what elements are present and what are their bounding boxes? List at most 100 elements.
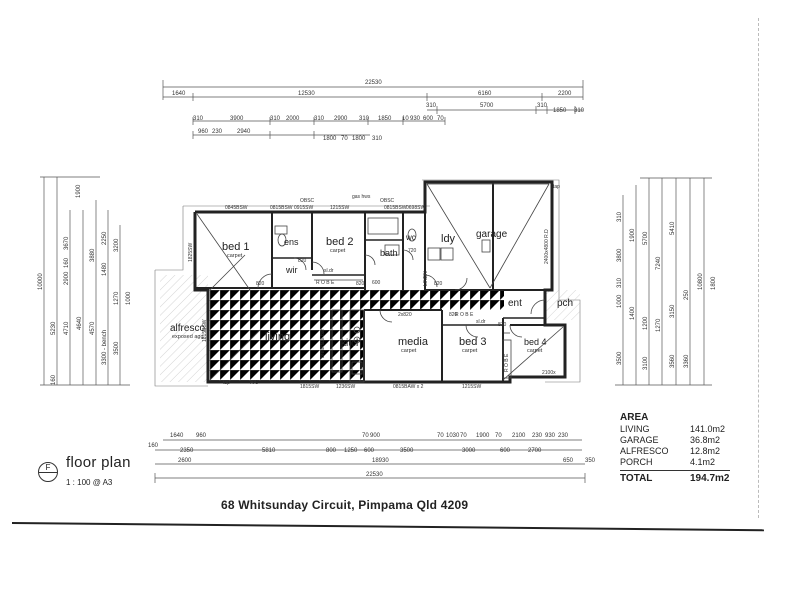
- dim-top-overall: 22530: [365, 80, 382, 86]
- dim-bot-r3-3: 350: [585, 458, 596, 464]
- property-address: 68 Whitsunday Circuit, Pimpama Qld 4209: [221, 498, 469, 512]
- right-dimensions: 310 3800 1900 5700 7240 5410 10800 310 1…: [615, 177, 717, 386]
- dim-right-12: 1270: [656, 318, 662, 332]
- dim-top-r3-10: 600: [423, 116, 434, 122]
- dim-bot-r1-4: 70: [437, 433, 444, 439]
- dim-right-17: 3560: [670, 354, 676, 368]
- dim-left-1: 1900: [76, 184, 82, 198]
- room-labels: bed 1 carpet ens wir bed 2 carpet bath w…: [170, 229, 573, 354]
- area-row-label: PORCH: [620, 457, 653, 467]
- dim-bot-r1-11: 930: [545, 433, 556, 439]
- living-tiled-floor: [208, 290, 364, 382]
- dim-left-17: 160: [51, 374, 57, 385]
- room-ldy-label: ldy: [441, 233, 456, 245]
- dim-right-2: 1900: [630, 228, 636, 242]
- dim-top-r4-3: 1800: [323, 136, 337, 142]
- dim-bot-r1-9: 2100: [512, 433, 526, 439]
- dim-right-10: 3100: [643, 356, 649, 370]
- drawing-scale: 1 : 100 @ A3: [66, 478, 113, 487]
- annot-door-820d: 820: [449, 312, 458, 318]
- dim-bot-r2-4: 1250: [344, 448, 358, 454]
- ceiling-diagonals: [196, 183, 564, 381]
- dim-bot-r1-3: 900: [370, 433, 381, 439]
- dim-bot-r1-6: 70: [460, 433, 467, 439]
- dim-left-13: 2250: [102, 231, 108, 245]
- annot-window-1: 0845BSW: [225, 205, 248, 211]
- dim-bot-r3-1: 18930: [372, 458, 389, 464]
- area-total-value: 194.7m2: [690, 473, 730, 484]
- annot-tap-1: tap: [223, 380, 230, 386]
- room-living-label: living: [265, 331, 290, 343]
- dim-bot-r1-7: 1900: [476, 433, 490, 439]
- annot-robe-2: R O B E: [455, 312, 474, 318]
- dim-bot-r1-8: 70: [495, 433, 502, 439]
- annot-sldr-1: sl.dr: [324, 268, 334, 274]
- area-row: GARAGE 36.8m2: [620, 435, 730, 446]
- dim-bot-r2-1: 2350: [180, 448, 194, 454]
- annot-window-3: 0915SW: [294, 205, 313, 211]
- room-ens-label: ens: [284, 237, 299, 247]
- dim-left-9: 4640: [77, 316, 83, 330]
- annot-obsc-2: OBSC: [380, 198, 395, 204]
- page-margin-line: [758, 18, 759, 518]
- dim-bot-r2-3: 800: [326, 448, 337, 454]
- dim-top-r2-3: 1850: [553, 108, 567, 114]
- kitchen-fixtures: [274, 217, 512, 383]
- dim-bot-r2-6: 3500: [400, 448, 414, 454]
- dim-left-16: 1000: [126, 291, 132, 305]
- annot-ac: A/C: [250, 380, 259, 386]
- annot-sldr-2: sl.dr: [476, 319, 486, 325]
- area-total-row: TOTAL 194.7m2: [620, 470, 730, 484]
- drawing-title: floor plan: [66, 454, 131, 471]
- room-ent-label: ent: [508, 298, 522, 309]
- annot-window-7: 1825SW: [188, 243, 194, 262]
- dim-top-r1-0: 1640: [172, 91, 186, 97]
- dim-bot-r1-2: 70: [362, 433, 369, 439]
- dim-top-r1-2: 6160: [478, 91, 492, 97]
- area-row-value: 141.0m2: [690, 424, 726, 434]
- dim-top-r2-0: 310: [426, 103, 437, 109]
- dim-right-9: 1400: [630, 306, 636, 320]
- dim-top-r3-7: 1850: [378, 116, 392, 122]
- dim-top-r3-2: 310: [270, 116, 281, 122]
- dim-bot-r1-1: 960: [196, 433, 207, 439]
- dim-left-2: 3670: [64, 236, 70, 250]
- reference-letter: F: [45, 463, 51, 472]
- annot-window-11: 1815BSW: [202, 319, 208, 342]
- annot-window-6: 0698SW: [406, 205, 425, 211]
- dim-top-r4-1: 230: [212, 129, 223, 135]
- room-media-label: media: [398, 336, 429, 348]
- dim-bot-r1-10: 230: [532, 433, 543, 439]
- dim-bot-r1-0: 1640: [170, 433, 184, 439]
- annotations: R O B E R O B E R O B E LINEN sl.dr sl.d…: [188, 184, 560, 390]
- dim-left-6: 3200: [114, 238, 120, 252]
- entry-tiled-floor: [364, 290, 504, 310]
- dim-right-8: 1000: [617, 294, 623, 308]
- area-row-value: 36.8m2: [690, 435, 721, 445]
- room-pch-label: pch: [557, 298, 573, 309]
- room-bath-label: bath: [380, 248, 398, 258]
- dim-left-5: 1480: [102, 262, 108, 276]
- room-media-floor: carpet: [401, 348, 417, 354]
- left-dimensions: 10000 1900 3670 160 2900 1480 3200 5230 …: [38, 176, 132, 386]
- dim-top-r4-2: 2940: [237, 129, 251, 135]
- top-dimensions: 22530 1640 12530 6160 2200 310 5700 310 …: [162, 80, 585, 142]
- dim-bot-r2-8: 600: [500, 448, 511, 454]
- dim-bot-r1-5: 1030: [446, 433, 460, 439]
- room-bed2-floor: carpet: [330, 248, 346, 254]
- dim-top-r2-4: 310: [574, 108, 585, 114]
- dim-right-0: 310: [617, 211, 623, 222]
- dim-left-15: 1270: [114, 291, 120, 305]
- area-row: LIVING 141.0m2: [620, 424, 730, 435]
- dim-left-12: 3500: [114, 341, 120, 355]
- room-bed1-label: bed 1: [222, 241, 250, 253]
- annot-window-4: 0815BSW: [384, 205, 407, 211]
- dim-right-5: 5410: [670, 221, 676, 235]
- room-bed4-label: bed 4: [524, 337, 547, 347]
- dim-top-r2-2: 310: [537, 103, 548, 109]
- annot-gas-hws: gas hws: [352, 194, 371, 200]
- area-row-label: ALFRESCO: [620, 446, 669, 456]
- room-bed3-floor: carpet: [462, 348, 478, 354]
- area-row-label: GARAGE: [620, 435, 659, 445]
- dim-right-18: 1800: [711, 276, 717, 290]
